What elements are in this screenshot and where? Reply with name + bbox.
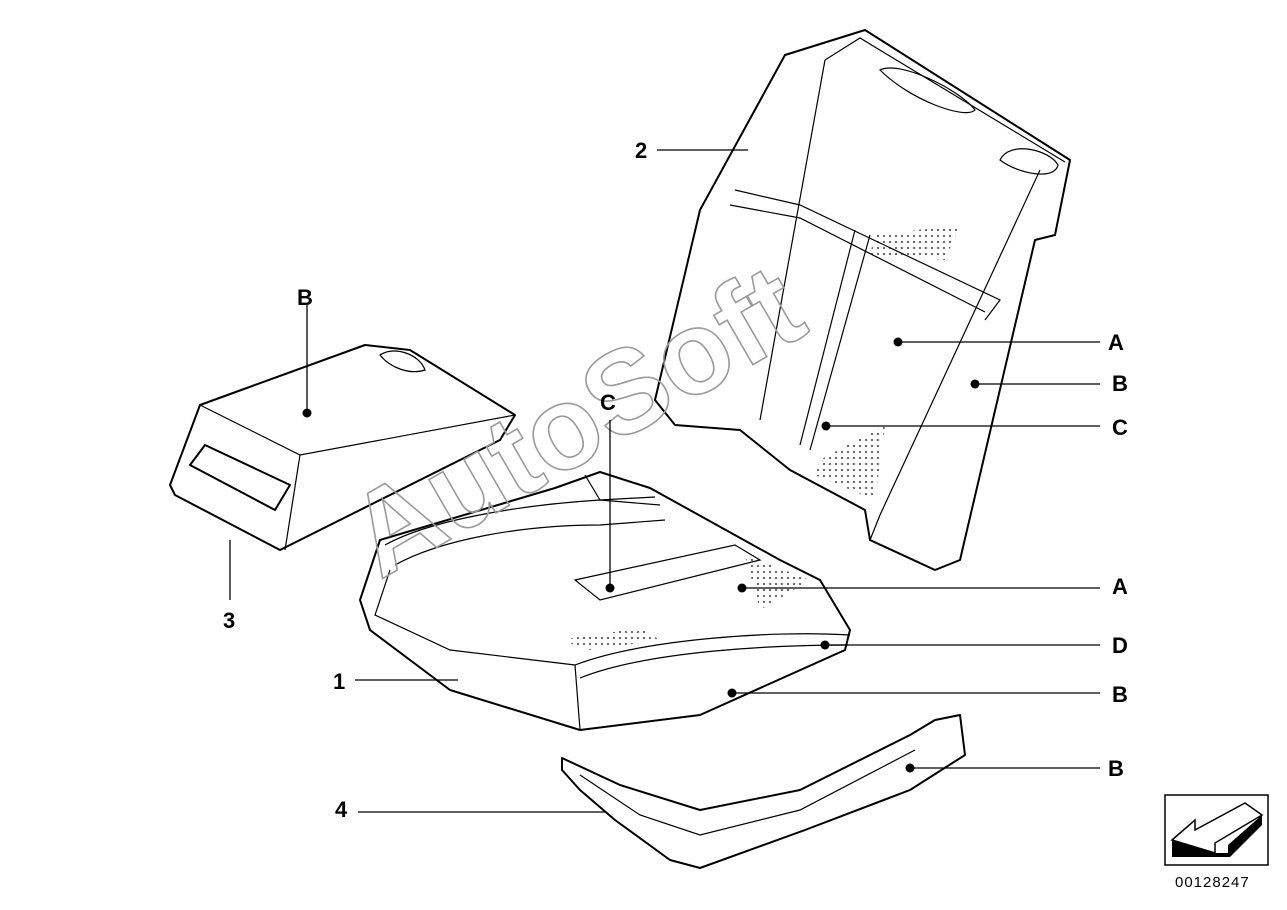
callout-2: 2: [635, 138, 647, 163]
callout-cushion-b: B: [1112, 682, 1128, 707]
seat-backrest: [654, 29, 1071, 571]
callout-seat-c: C: [600, 390, 616, 415]
callout-back-a: A: [1108, 330, 1124, 355]
arrow-icon: [1170, 802, 1264, 857]
callout-back-c: C: [1112, 415, 1128, 440]
seat-cushion: [359, 471, 851, 731]
callout-armrest-b: B: [297, 285, 313, 310]
orientation-indicator: [1164, 794, 1269, 866]
callout-1: 1: [333, 669, 345, 694]
callout-cushion-d: D: [1112, 633, 1128, 658]
leader-lines: [229, 149, 1100, 813]
armrest-cover: [169, 344, 516, 551]
callout-3: 3: [223, 608, 235, 633]
callout-back-b: B: [1112, 371, 1128, 396]
callout-dots: [302, 337, 980, 773]
callout-4: 4: [335, 797, 348, 822]
callout-cushion-a: A: [1112, 574, 1128, 599]
callout-trim-b: B: [1108, 756, 1124, 781]
diagram-number: 00128247: [1175, 874, 1250, 891]
lower-trim-panel: [561, 714, 966, 869]
